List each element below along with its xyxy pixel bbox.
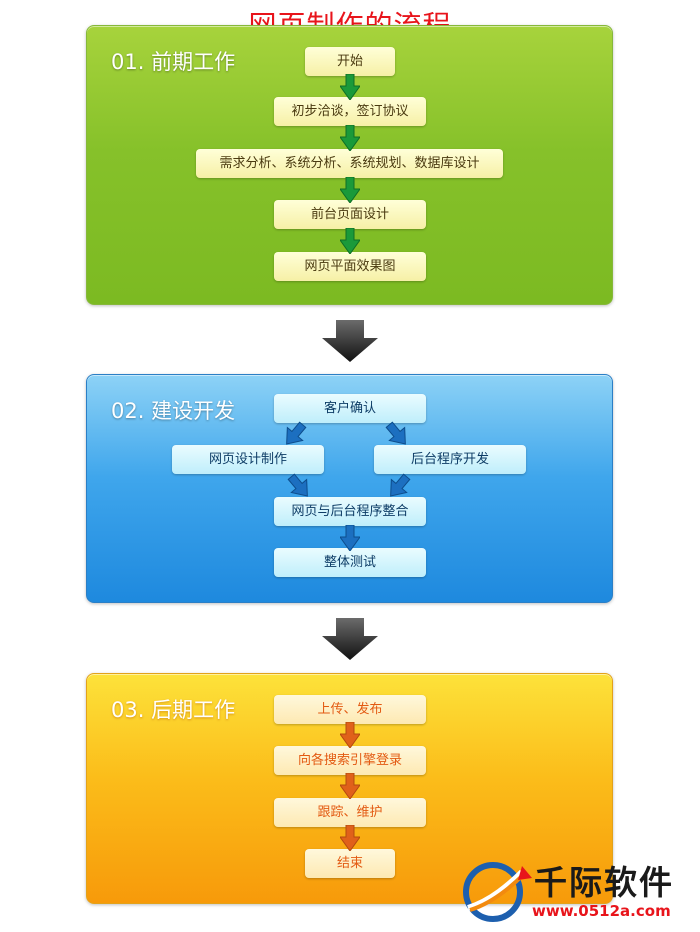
section-heading: 01. 前期工作 [111, 50, 236, 74]
step-mockup: 网页平面效果图 [274, 252, 426, 281]
step-backend-dev: 后台程序开发 [374, 445, 526, 474]
arrow-down-icon [340, 525, 360, 551]
step-web-design: 网页设计制作 [172, 445, 324, 474]
step-analysis: 需求分析、系统分析、系统规划、数据库设计 [196, 149, 503, 178]
arrow-diagonal-icon [287, 473, 308, 497]
section-transition-arrow-icon [322, 320, 378, 362]
step-client-confirm: 客户确认 [274, 394, 426, 423]
step-testing: 整体测试 [274, 548, 426, 577]
step-start: 开始 [305, 47, 395, 76]
step-frontend-design: 前台页面设计 [274, 200, 426, 229]
logo-icon [463, 862, 532, 922]
step-upload-publish: 上传、发布 [274, 695, 426, 724]
brand-url: www.0512a.com [532, 902, 671, 920]
section-transition-arrow-icon [322, 618, 378, 660]
section-heading: 02. 建设开发 [111, 399, 236, 423]
arrow-down-icon [340, 125, 360, 151]
step-negotiation: 初步洽谈，签订协议 [274, 97, 426, 126]
brand-name: 千际软件 [534, 863, 674, 902]
section-heading: 03. 后期工作 [111, 698, 236, 722]
arrow-down-icon [340, 722, 360, 748]
arrow-diagonal-icon [390, 473, 411, 497]
step-search-engine-submit: 向各搜索引擎登录 [274, 746, 426, 775]
arrow-diagonal-icon [385, 421, 406, 445]
brand-logo: 千际软件 www.0512a.com [460, 856, 700, 926]
arrow-down-icon [340, 74, 360, 100]
arrow-down-icon [340, 228, 360, 254]
arrow-down-icon [340, 177, 360, 203]
step-end: 结束 [305, 849, 395, 878]
arrow-down-icon [340, 773, 360, 799]
arrow-diagonal-icon [286, 421, 307, 445]
step-track-maintain: 跟踪、维护 [274, 798, 426, 827]
step-integration: 网页与后台程序整合 [274, 497, 426, 526]
arrow-down-icon [340, 825, 360, 851]
